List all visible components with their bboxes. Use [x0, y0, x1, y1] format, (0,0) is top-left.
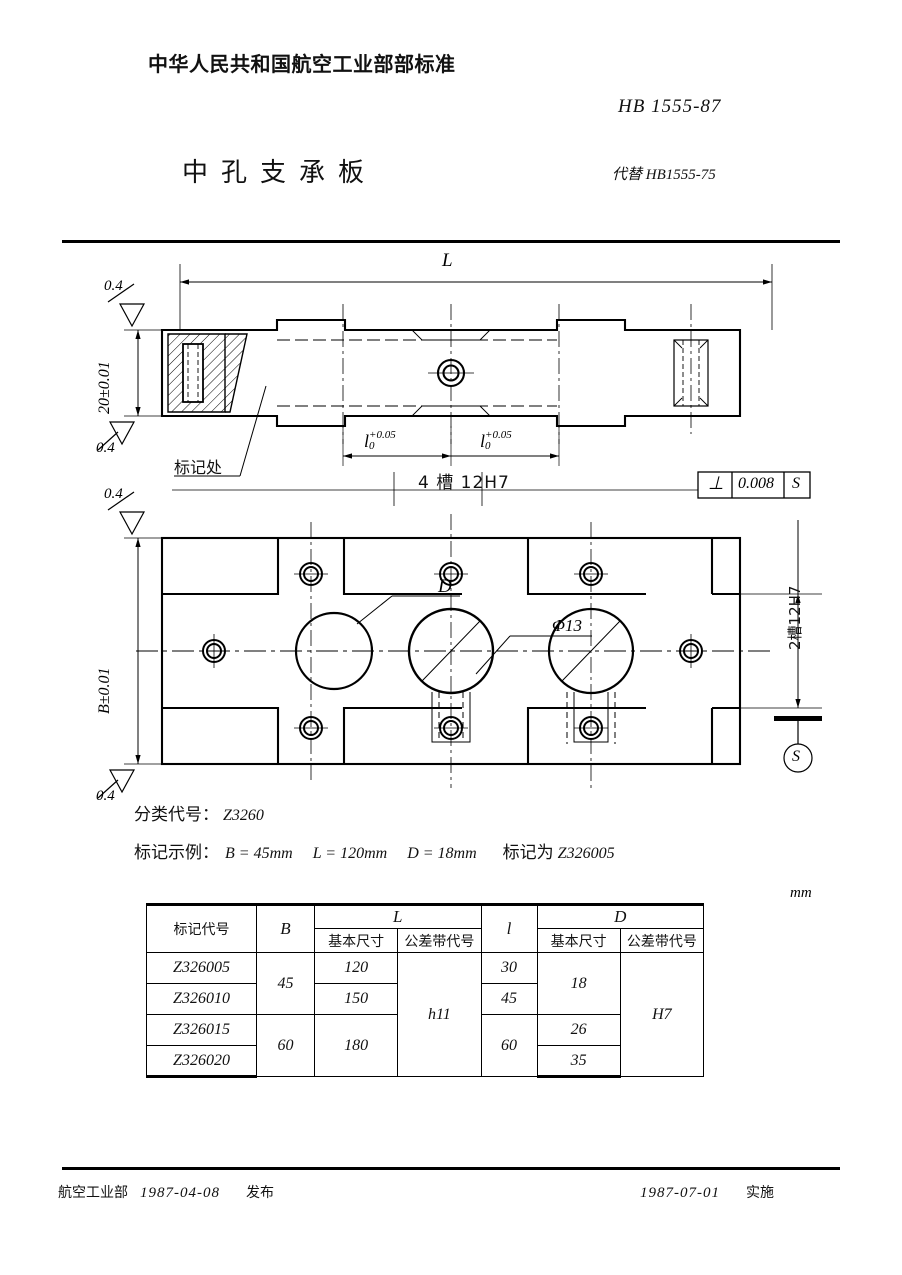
technical-drawing-area: L 20±0.01 0.4 0.4 标记处 l +0.05 0 l +0.05 …	[62, 244, 840, 804]
slot-pitch-right-lower-tol: 0	[485, 440, 491, 452]
cell-d-basic: 26	[536, 1014, 621, 1046]
cell-l-basic: 120	[313, 952, 399, 984]
footer-issue-verb: 发布	[246, 1185, 274, 1201]
slot-pitch-left-upper-tol: +0.05	[369, 429, 396, 441]
side-slot-callout: 2槽12H7	[786, 585, 804, 650]
table-row: Z326005 45 120 h11 30 18 H7	[146, 952, 705, 1077]
classification-value: Z3260	[223, 807, 264, 824]
cell-code: Z326015	[146, 1014, 257, 1046]
col-header-small-l: l	[480, 903, 538, 953]
cell-small-l: 30	[480, 952, 538, 984]
table-row: Z326020 35	[146, 1045, 704, 1078]
marking-example-code: Z326005	[557, 845, 615, 862]
center-hole-label: D	[438, 576, 452, 597]
surface-finish-top-front: 0.4	[104, 278, 123, 294]
cell-small-l: 45	[480, 983, 538, 1015]
footer-issue-block: 航空工业部 1987-04-08 发布	[58, 1182, 274, 1202]
specification-table-wrapper: 标记代号 B L l D 基本尺寸 公差带代号 基本尺寸 公差带代号 Z3260…	[146, 903, 705, 1078]
cell-l-basic: 180	[313, 1014, 399, 1077]
col-header-d-group: D	[536, 903, 704, 929]
slot-pitch-right-upper-tol: +0.05	[485, 429, 512, 441]
footer-effective-verb: 实施	[746, 1185, 774, 1201]
header-divider-rule	[62, 240, 840, 243]
cell-code: Z326020	[146, 1045, 257, 1078]
surface-finish-bottom-plan: 0.4	[96, 788, 115, 804]
standard-number: HB 1555-87	[618, 96, 722, 117]
replaces-standard: 代替 HB1555-75	[612, 167, 716, 183]
cell-d-basic: 18	[536, 952, 621, 1015]
marking-example-d: D = 18mm	[407, 845, 477, 862]
col-header-b: B	[256, 903, 315, 953]
footer-effective-date: 1987-07-01	[640, 1185, 720, 1201]
cell-small-l: 60	[480, 1014, 538, 1077]
col-header-l-tol: 公差带代号	[397, 928, 482, 953]
thickness-dimension: 20±0.01	[96, 361, 113, 414]
perpendicularity-tolerance: 0.008	[738, 475, 774, 492]
table-header: 标记代号 B L l D 基本尺寸 公差带代号 基本尺寸 公差带代号	[146, 903, 705, 953]
marking-example-b: B = 45mm	[225, 845, 293, 862]
table-body: Z326005 45 120 h11 30 18 H7 Z326010 150 …	[146, 952, 705, 1078]
classification-label: 分类代号：	[134, 805, 219, 825]
cell-code: Z326005	[146, 952, 257, 984]
slot-pitch-left-lower-tol: 0	[369, 440, 375, 452]
overall-length-label: L	[442, 250, 453, 271]
slot-pitch-dimension-right: l +0.05 0	[480, 430, 512, 452]
col-header-l-basic: 基本尺寸	[313, 928, 399, 953]
cell-b: 60	[256, 1014, 315, 1077]
cell-d-basic: 35	[536, 1045, 621, 1078]
specification-table: 标记代号 B L l D 基本尺寸 公差带代号 基本尺寸 公差带代号 Z3260…	[146, 903, 705, 1078]
footer-divider-rule	[62, 1167, 840, 1170]
marking-example-suffix-label: 标记为	[502, 843, 554, 863]
cell-b: 45	[256, 952, 315, 1015]
surface-finish-bottom-front: 0.4	[96, 440, 115, 456]
col-header-code: 标记代号	[146, 903, 257, 953]
cell-l-tol: h11	[397, 952, 482, 1077]
footer-issue-date: 1987-04-08	[140, 1185, 220, 1201]
marking-example-label: 标记示例：	[134, 843, 219, 863]
table-row: Z326015 60 180 60 26	[146, 1014, 704, 1077]
width-dimension: B±0.01	[96, 667, 113, 714]
table-row: Z326010 150 45	[146, 983, 704, 1015]
table-unit-label: mm	[790, 885, 812, 901]
col-header-d-tol: 公差带代号	[619, 928, 705, 953]
surface-finish-top-plan: 0.4	[104, 486, 123, 502]
slot-pitch-right-symbol: l	[480, 431, 486, 451]
marking-example-note: 标记示例： B = 45mm L = 120mm D = 18mm 标记为 Z3…	[134, 838, 615, 863]
table-header-row-2: 基本尺寸 公差带代号 基本尺寸 公差带代号	[147, 928, 705, 953]
col-header-d-basic: 基本尺寸	[536, 928, 621, 953]
datum-label-s: S	[792, 748, 800, 765]
marking-location-note: 标记处	[174, 458, 223, 477]
page-title: 中孔支承板	[182, 158, 378, 188]
perpendicularity-datum: S	[792, 475, 800, 492]
slot-pitch-dimension-left: l +0.05 0	[364, 430, 396, 452]
marking-example-l: L = 120mm	[312, 845, 388, 862]
cell-code: Z326010	[146, 983, 257, 1015]
table-header-row-1: 标记代号 B L l D	[146, 903, 704, 953]
footer-effective-block: 1987-07-01 实施	[640, 1182, 774, 1202]
slot-callout-front: 4 槽 12H7	[418, 473, 510, 493]
slot-pitch-left-symbol: l	[364, 431, 370, 451]
cell-d-tol: H7	[619, 952, 705, 1077]
perpendicularity-symbol: ⊥	[708, 473, 724, 493]
engineering-drawing-svg	[97, 264, 822, 799]
ministry-standard-title: 中华人民共和国航空工业部部标准	[148, 52, 456, 76]
footer-issuer: 航空工业部	[58, 1185, 128, 1201]
col-header-l-group: L	[314, 903, 482, 929]
side-hole-diameter-label: Φ13	[552, 616, 582, 635]
classification-note: 分类代号： Z3260	[134, 800, 264, 825]
cell-l-basic: 150	[313, 983, 399, 1015]
